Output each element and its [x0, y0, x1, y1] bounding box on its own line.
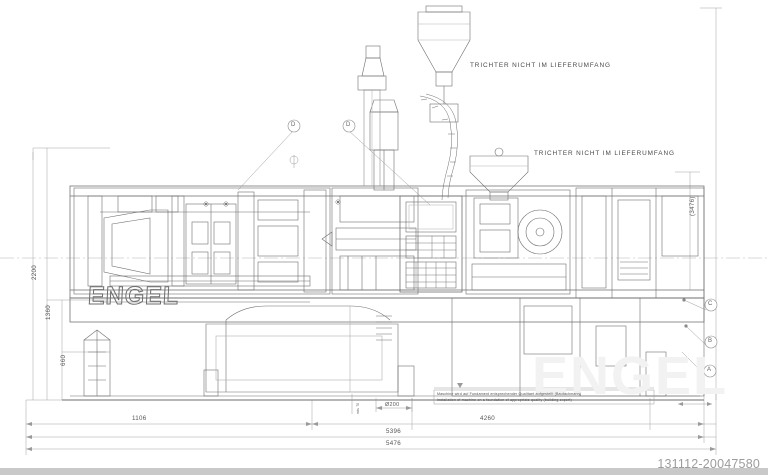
dimension-1106: 1106	[132, 415, 147, 422]
injection-unit	[321, 99, 419, 295]
callout-d1-label[interactable]: D	[291, 122, 296, 128]
engel-logo-text: ENGEL	[87, 282, 181, 311]
dimension-2200: 2200	[31, 265, 38, 280]
dimension-4260: 4260	[480, 415, 495, 422]
callout-c-label[interactable]: C	[708, 301, 713, 307]
watermark: ENGEL	[531, 346, 728, 406]
cable-chain	[419, 93, 458, 201]
dimension-3476: (3476)	[689, 196, 696, 216]
dimension-5396: 5396	[386, 428, 401, 435]
hopper-secondary	[469, 147, 529, 201]
engel-logo: ENGEL	[87, 282, 181, 311]
dimension-1360: 1360	[45, 305, 52, 320]
callout-b-label[interactable]: B	[708, 338, 713, 344]
callout-leaders	[237, 129, 707, 375]
dimension-5476: 5476	[386, 440, 401, 447]
note-foundation-en: Installation of machine on a foundation …	[437, 398, 572, 402]
dimension-diameter-200: Ø200	[385, 402, 400, 408]
note-hopper-top: TRICHTER NICHT IM LIEFERUMFANG	[470, 62, 611, 69]
operator-control-panel	[399, 195, 463, 293]
note-foundation-de: Maschine wird auf Fundament entsprechend…	[437, 392, 582, 396]
right-enclosure	[451, 187, 705, 397]
document-code: 131112-20047580	[657, 457, 760, 471]
callout-a-label[interactable]: A	[707, 367, 712, 373]
diameter-detail	[351, 394, 413, 414]
note-min-clearance: min. 70	[356, 402, 360, 414]
lower-guard-panel	[205, 305, 399, 393]
note-hopper-mid: TRICHTER NICHT IM LIEFERUMFANG	[534, 150, 675, 157]
hopper-primary	[417, 5, 471, 123]
callout-d2-label[interactable]: D	[346, 122, 351, 128]
dimension-660: 660	[60, 354, 67, 366]
dimension-lines	[25, 7, 722, 455]
clamping-unit	[73, 187, 341, 303]
drive-unit	[465, 189, 571, 295]
detail-bracket	[678, 402, 712, 406]
callout-bubbles	[287, 119, 718, 378]
bottom-scrollbar[interactable]	[0, 468, 768, 475]
feed-tower	[357, 45, 458, 201]
foundation-note-leader	[433, 383, 655, 405]
